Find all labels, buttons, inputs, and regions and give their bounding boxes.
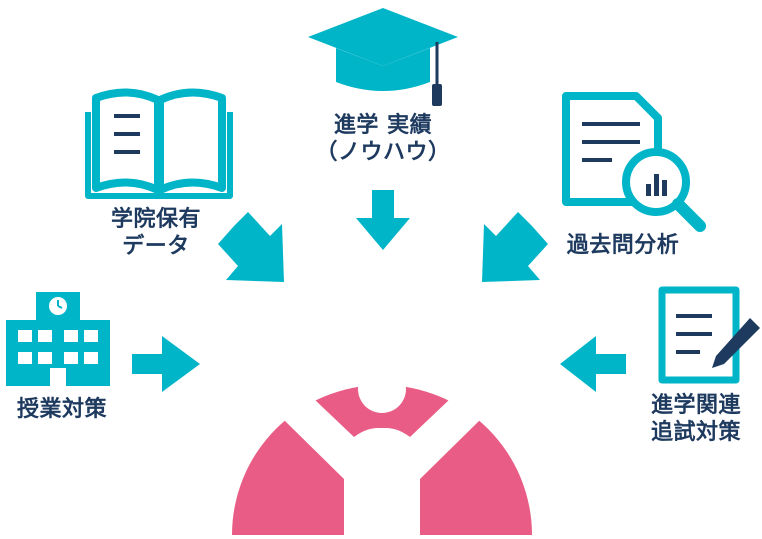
arrow-right (560, 336, 626, 392)
label-school-data: 学院保有 データ (96, 206, 216, 260)
label-school-data-line2: データ (122, 234, 190, 259)
document-magnifier-icon (562, 92, 706, 232)
center-title: 内部進学 (320, 308, 440, 343)
label-exam-prep-line2: 追試対策 (650, 420, 741, 445)
arrow-top-left (218, 212, 284, 282)
label-school-data-line1: 学院保有 (110, 207, 201, 232)
label-past-exams: 過去問分析 (548, 232, 698, 259)
open-book-icon (85, 88, 233, 199)
label-class-prep-line1: 授業対策 (16, 397, 107, 422)
arrow-left (132, 336, 200, 392)
graduation-cap-icon (308, 8, 458, 106)
label-exam-prep-line1: 進学関連 (650, 393, 741, 418)
arrow-top-right (482, 212, 548, 282)
document-pen-icon (658, 286, 760, 384)
person-raised-arms-icon (280, 365, 484, 535)
label-exam-prep: 進学関連 追試対策 (636, 392, 756, 446)
label-class-prep: 授業対策 (2, 396, 122, 423)
school-building-icon (6, 292, 110, 386)
label-past-exams-line1: 過去問分析 (566, 233, 680, 258)
label-achievements: 進学 実績 （ノウハウ） (300, 112, 466, 166)
label-achievements-line1: 進学 実績 (333, 113, 433, 138)
label-achievements-line2: （ノウハウ） (315, 140, 451, 165)
arrow-top (356, 190, 410, 250)
